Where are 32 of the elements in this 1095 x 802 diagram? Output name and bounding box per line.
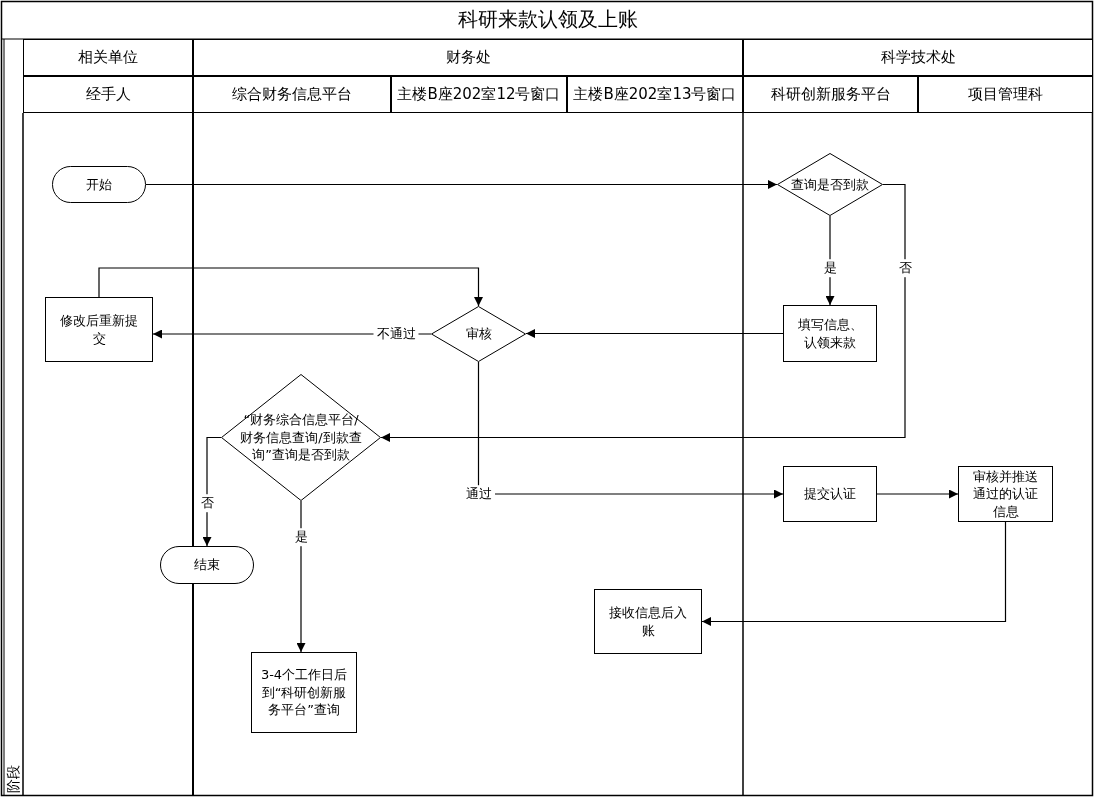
- lane-header: 相关单位: [23, 39, 193, 76]
- arrow: [202, 436, 222, 547]
- arrow: [701, 521, 1007, 626]
- arrow: [145, 180, 778, 189]
- lane-header: 综合财务信息平台: [193, 76, 391, 113]
- lane-header: 财务处: [193, 39, 743, 76]
- arrow: [380, 183, 906, 442]
- title: 科研来款认领及上账: [456, 6, 639, 33]
- lane-header: 科学技术处: [743, 39, 1093, 76]
- decision-diamond: 查询是否到款: [777, 153, 883, 216]
- arrow: [525, 329, 784, 338]
- arrow: [876, 489, 959, 499]
- process-box: 3-4个工作日后到“科研创新服务平台”查询: [251, 652, 357, 733]
- lane-header: 科研创新服务平台: [743, 76, 918, 113]
- terminal-shape: 开始: [52, 166, 146, 203]
- arrow: [296, 500, 306, 653]
- process-box: 提交认证: [783, 466, 877, 522]
- arrow: [98, 267, 483, 307]
- lane-header: 项目管理科: [918, 76, 1093, 113]
- process-box: 接收信息后入账: [594, 589, 702, 654]
- terminal-shape: 结束: [160, 546, 254, 584]
- edge-label: 通过: [463, 485, 495, 503]
- edge-label: 不通过: [373, 325, 419, 343]
- process-box: 审核并推送通过的认证信息: [958, 466, 1053, 522]
- process-box: 填写信息、认领来款: [783, 305, 877, 362]
- process-box: 修改后重新提交: [45, 297, 153, 362]
- lane-header: 经手人: [23, 76, 193, 113]
- lane-header: 主楼B座202室13号窗口: [567, 76, 743, 113]
- decision-diamond: 审核: [431, 306, 526, 362]
- stage-label: 阶段: [4, 763, 22, 795]
- arrow: [477, 361, 784, 499]
- lane-header: 主楼B座202室12号窗口: [391, 76, 567, 113]
